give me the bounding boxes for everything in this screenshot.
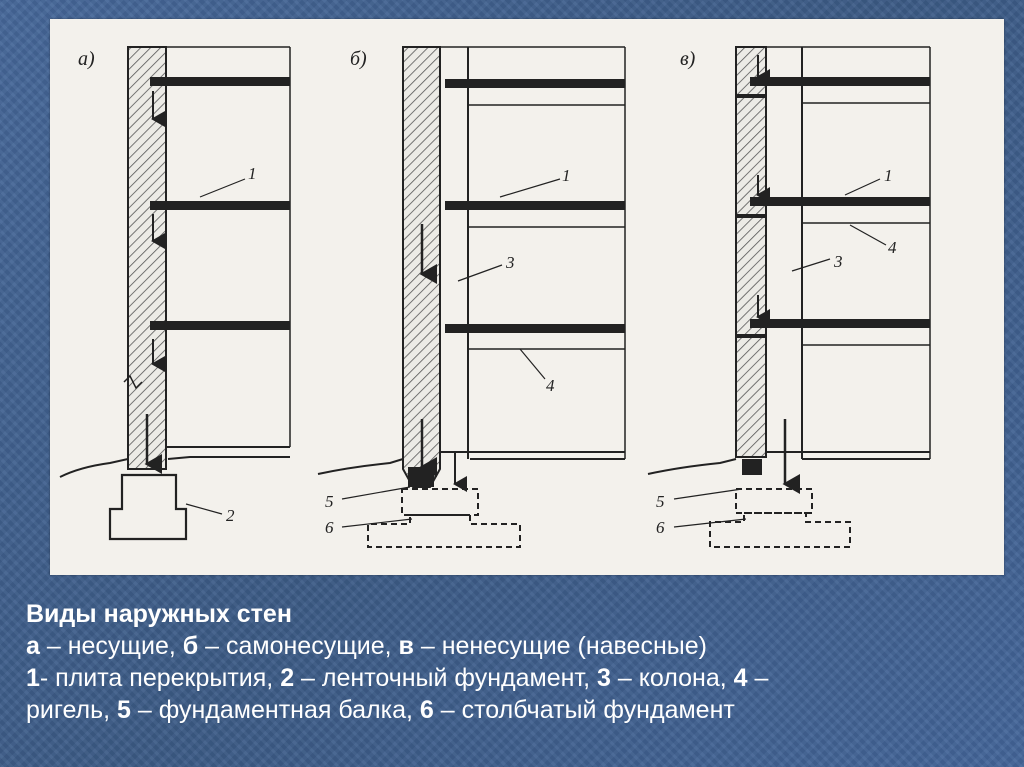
caption-title: Виды наружных стен xyxy=(26,600,292,628)
caption-legend-1: 1- плита перекрытия, 2 – ленточный фунда… xyxy=(26,664,769,692)
floor-slab xyxy=(445,201,625,210)
column-foundation xyxy=(709,512,851,548)
callout-3: 3 xyxy=(505,253,515,272)
floor-slab xyxy=(150,321,290,330)
floor-slab xyxy=(750,319,930,328)
floor-slab xyxy=(750,197,930,206)
floor-slab xyxy=(150,201,290,210)
callout-4: 4 xyxy=(546,376,555,395)
wall-types-figure: а) 1 2 xyxy=(50,19,1004,575)
column-foundation xyxy=(367,514,521,548)
foundation-beam xyxy=(401,488,479,516)
callout-1: 1 xyxy=(248,164,257,183)
floor-slab xyxy=(445,324,625,333)
panel-b: б) xyxy=(317,46,626,548)
caption-wall-types: а – несущие, б – самонесущие, в – ненесу… xyxy=(26,632,707,660)
callout-5: 5 xyxy=(325,492,334,511)
callout-6: 6 xyxy=(325,518,334,537)
floor-slab xyxy=(750,77,930,86)
callout-1: 1 xyxy=(562,166,571,185)
floor-slab xyxy=(150,77,290,86)
callout-4: 4 xyxy=(888,238,897,257)
strip-foundation xyxy=(108,473,188,541)
curtain-wall-panel xyxy=(735,216,767,336)
bearing-wall xyxy=(127,46,167,470)
panel-a: а) 1 2 xyxy=(59,46,291,541)
panel-v: в) xyxy=(647,46,931,548)
callout-3: 3 xyxy=(833,252,843,271)
callout-1: 1 xyxy=(884,166,893,185)
callout-2: 2 xyxy=(226,506,235,525)
panel-a-label: а) xyxy=(78,48,95,70)
caption: Виды наружных стен а – несущие, б – само… xyxy=(26,598,1006,726)
caption-legend-2: ригель, 5 – фундаментная балка, 6 – стол… xyxy=(26,696,735,724)
curtain-wall-panel xyxy=(735,336,767,458)
callout-6: 6 xyxy=(656,518,665,537)
panel-b-label: б) xyxy=(350,48,367,70)
foundation-beam xyxy=(735,488,813,514)
callout-5: 5 xyxy=(656,492,665,511)
floor-slab xyxy=(445,79,625,88)
wall-types-diagram: а) 1 2 xyxy=(59,46,931,548)
panel-v-label: в) xyxy=(680,48,696,70)
